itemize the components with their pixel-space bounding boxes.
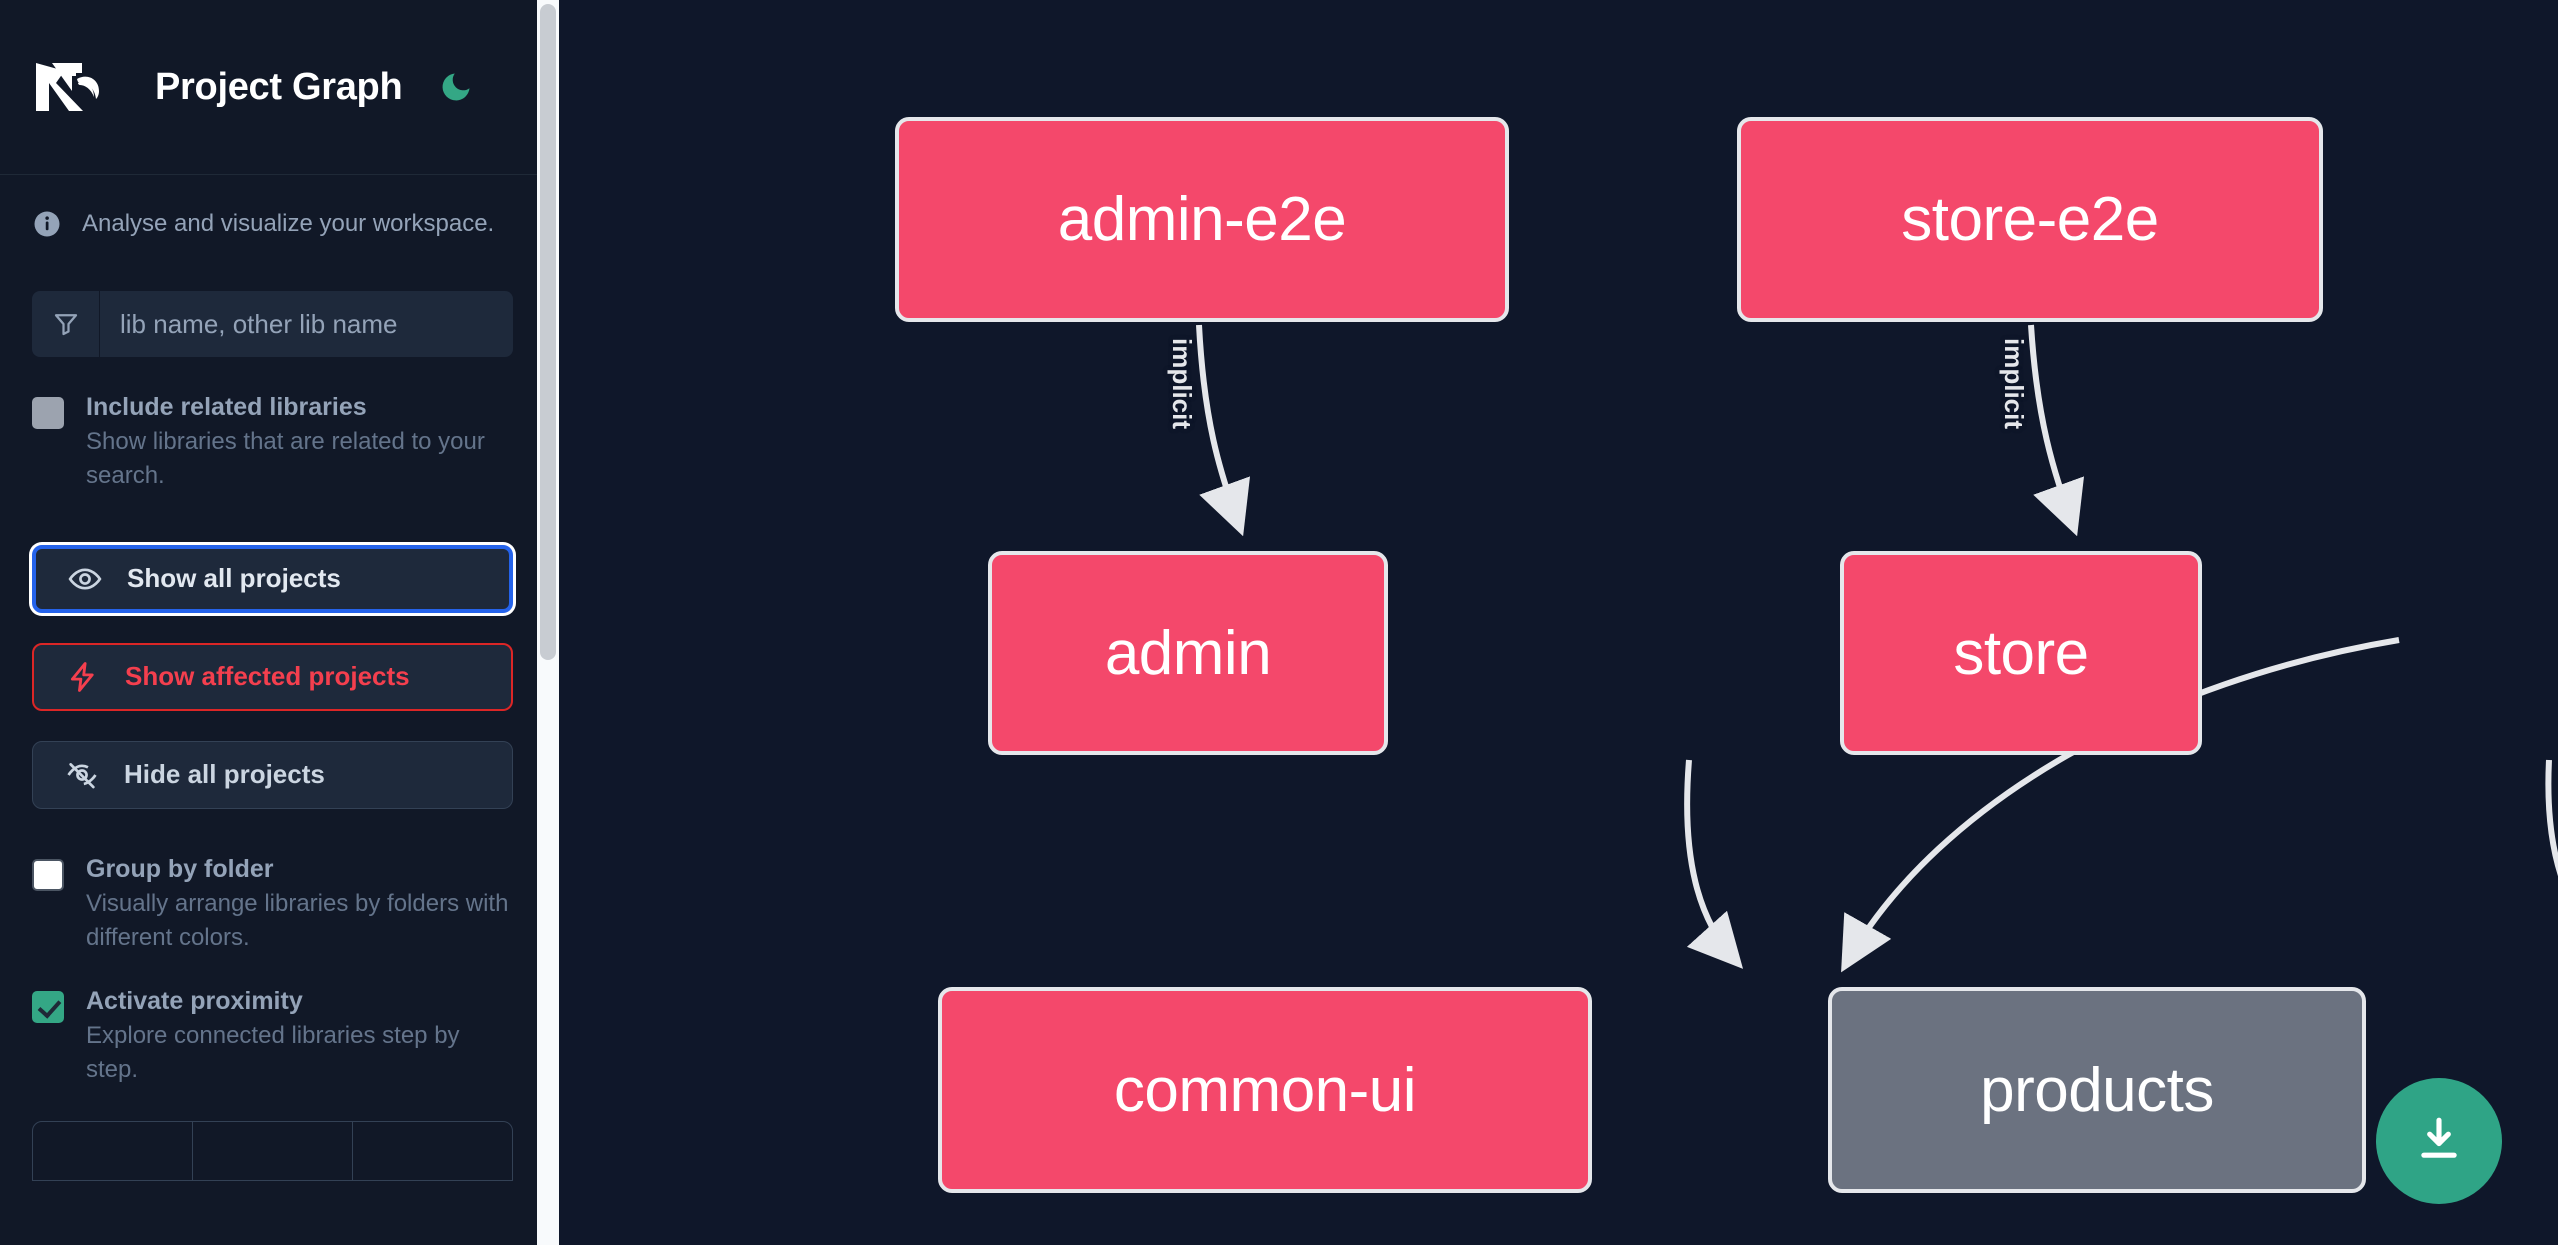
option-activate-proximity[interactable]: Activate proximity Explore connected lib… bbox=[0, 955, 545, 1087]
moon-icon[interactable] bbox=[438, 69, 474, 105]
edge-store-common-ui bbox=[1841, 637, 2400, 973]
graph-node-store-e2e[interactable]: store-e2e bbox=[1737, 117, 2323, 322]
button-label: Show all projects bbox=[127, 563, 341, 594]
eye-icon bbox=[66, 560, 104, 598]
search-input[interactable] bbox=[100, 291, 513, 357]
option-include-related-libraries[interactable]: Include related libraries Show libraries… bbox=[0, 357, 545, 493]
option-label: Include related libraries bbox=[86, 393, 367, 421]
proximity-step-segment-3[interactable] bbox=[353, 1122, 512, 1180]
button-label: Hide all projects bbox=[124, 759, 325, 790]
sidebar-info-text: Analyse and visualize your workspace. bbox=[82, 210, 495, 237]
sidebar-scrollbar[interactable] bbox=[537, 0, 559, 1245]
sidebar-scrollbar-thumb[interactable] bbox=[540, 4, 556, 660]
sidebar: Project Graph Analyse and visualize your… bbox=[0, 0, 559, 1245]
option-label: Group by folder bbox=[86, 854, 274, 883]
edge-label-store-implicit: implicit bbox=[1999, 338, 2029, 430]
graph-node-common-ui[interactable]: common-ui bbox=[938, 987, 1592, 1193]
graph-node-products[interactable]: products bbox=[1828, 987, 2366, 1193]
checkbox-activate-proximity[interactable] bbox=[32, 990, 64, 1023]
sidebar-info: Analyse and visualize your workspace. bbox=[0, 175, 545, 239]
graph-canvas[interactable]: admin-e2e store-e2e admin store common-u… bbox=[559, 0, 2558, 1245]
nx-logo-icon bbox=[32, 57, 124, 117]
sidebar-header: Project Graph bbox=[0, 0, 545, 175]
option-label: Activate proximity bbox=[86, 986, 303, 1015]
edge-store-products bbox=[2545, 759, 2558, 876]
lightning-icon bbox=[64, 658, 102, 696]
graph-node-store[interactable]: store bbox=[1840, 551, 2202, 755]
option-description: Visually arrange libraries by folders wi… bbox=[86, 889, 509, 951]
edge-store-e2e-store bbox=[2028, 324, 2085, 537]
proximity-step-segment-2[interactable] bbox=[193, 1121, 353, 1180]
filter-funnel-icon bbox=[32, 291, 100, 357]
edge-admin-e2e-admin bbox=[1196, 324, 1251, 537]
proximity-step-button-group[interactable] bbox=[32, 1120, 513, 1181]
node-label: products bbox=[1980, 1055, 2214, 1125]
button-label: Show affected projects bbox=[125, 661, 410, 692]
node-label: admin-e2e bbox=[1057, 185, 1347, 254]
page-title: Project Graph bbox=[155, 65, 403, 108]
option-description: Explore connected libraries step by step… bbox=[86, 1021, 460, 1083]
checkbox-group-by-folder[interactable] bbox=[32, 858, 64, 891]
option-description: Show libraries that are related to your … bbox=[86, 427, 485, 489]
node-label: store bbox=[1953, 618, 2089, 688]
graph-node-admin[interactable]: admin bbox=[988, 551, 1388, 755]
graph-node-admin-e2e[interactable]: admin-e2e bbox=[895, 117, 1509, 322]
graph-edges bbox=[1196, 324, 2558, 973]
option-group-by-folder[interactable]: Group by folder Visually arrange librari… bbox=[0, 809, 545, 955]
node-label: admin bbox=[1104, 618, 1272, 688]
edge-admin-common-ui bbox=[1684, 759, 1744, 969]
hide-all-projects-button[interactable]: Hide all projects bbox=[32, 740, 513, 809]
proximity-step-segment-1[interactable] bbox=[33, 1121, 193, 1180]
show-affected-projects-button[interactable]: Show affected projects bbox=[32, 642, 513, 711]
edge-label-admin-implicit: implicit bbox=[1167, 338, 1197, 430]
download-icon bbox=[2411, 1112, 2467, 1171]
node-label: common-ui bbox=[1113, 1055, 1417, 1125]
info-circle-icon bbox=[32, 209, 62, 239]
show-all-projects-button[interactable]: Show all projects bbox=[32, 544, 513, 613]
download-image-button[interactable] bbox=[2376, 1078, 2502, 1204]
eye-off-icon bbox=[63, 756, 101, 794]
checkbox-include-related-libraries[interactable] bbox=[32, 397, 64, 429]
node-label: store-e2e bbox=[1901, 185, 2159, 254]
search-field[interactable] bbox=[32, 291, 513, 357]
